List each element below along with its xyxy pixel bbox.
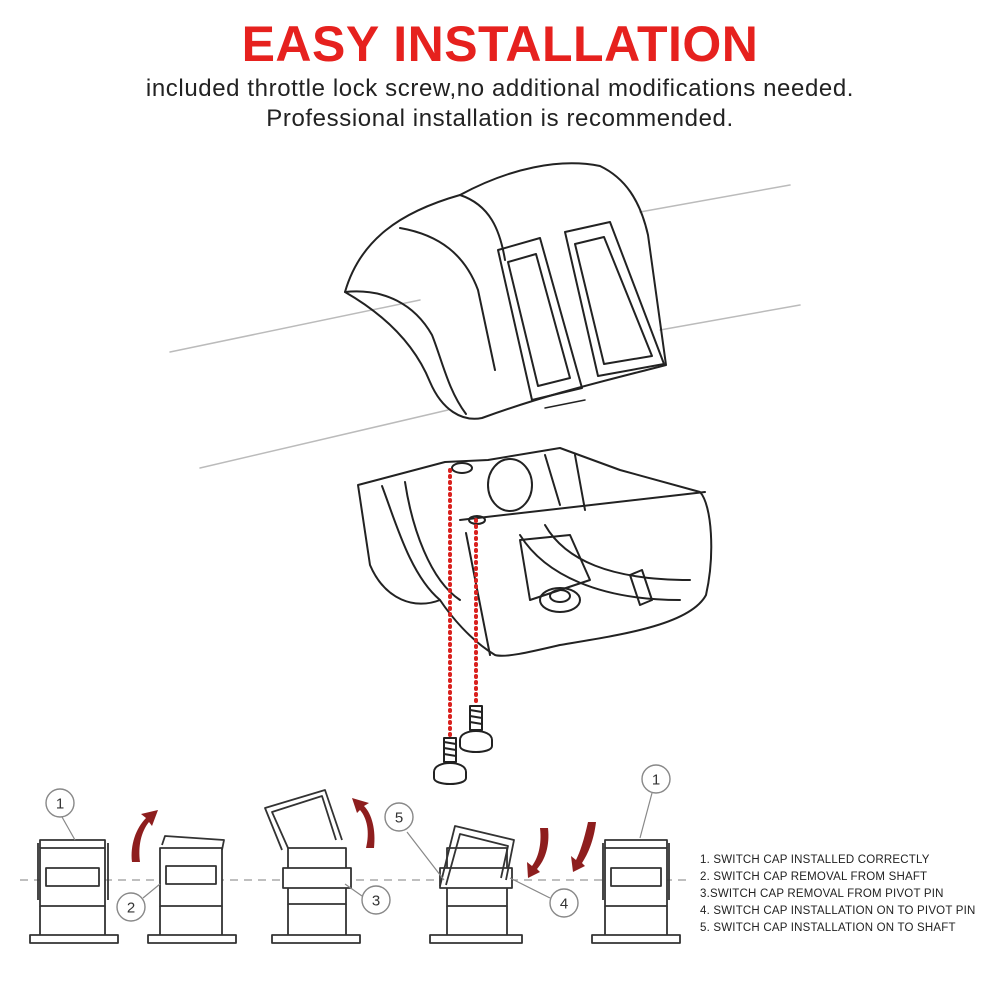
throttle-lock-screw-left [433, 737, 467, 785]
arrow-down-left-icon [527, 828, 549, 878]
callout-1-left: 1 [45, 788, 75, 818]
callout-4-label: 4 [560, 896, 568, 913]
callout-1-right-label: 1 [652, 772, 660, 789]
legend-item-1: 1. SWITCH CAP INSTALLED CORRECTLY [700, 854, 930, 866]
callout-2-label: 2 [127, 900, 135, 917]
legend-item-4: 4. SWITCH CAP INSTALLATION ON TO PIVOT P… [700, 905, 976, 917]
legend-item-2: 2. SWITCH CAP REMOVAL FROM SHAFT [700, 871, 928, 883]
step-arrows [131, 798, 596, 878]
callout-3-label: 3 [372, 893, 380, 910]
rocker-switch-left [497, 237, 583, 401]
throttle-lock-screw-right [459, 705, 493, 753]
callout-1-left-label: 1 [56, 796, 64, 813]
subtitle-line-1: included throttle lock screw,no addition… [145, 75, 855, 102]
step-3-diagram [264, 789, 361, 944]
callout-5: 5 [384, 802, 414, 832]
step-1-final-diagram [591, 839, 681, 944]
step-1-diagram [29, 839, 119, 944]
legend-item-3: 3.SWITCH CAP REMOVAL FROM PIVOT PIN [700, 888, 944, 900]
callout-4: 4 [549, 888, 579, 918]
step-4-diagram [429, 825, 523, 944]
step-2-diagram [147, 835, 237, 944]
arrow-down-right-icon [571, 822, 596, 872]
page-title: EASY INSTALLATION [241, 16, 759, 72]
callout-3: 3 [361, 885, 391, 915]
arrow-up-right-icon [352, 798, 375, 848]
legend-item-5: 5. SWITCH CAP INSTALLATION ON TO SHAFT [700, 922, 956, 934]
rocker-switch-right [564, 221, 665, 377]
upper-switch-housing [344, 162, 667, 420]
arrow-up-left-icon [131, 810, 158, 862]
steps-legend: 1. SWITCH CAP INSTALLED CORRECTLY 2. SWI… [700, 852, 996, 937]
callout-1-right: 1 [641, 764, 671, 794]
callouts: 1 2 3 5 4 1 [45, 764, 671, 922]
subtitle-line-2: Professional installation is recommended… [266, 105, 734, 132]
screw-path-dots [448, 468, 478, 737]
handlebar-tube [169, 184, 801, 469]
callout-2: 2 [116, 892, 146, 922]
callout-leaders [61, 792, 653, 899]
lower-switch-housing [357, 447, 713, 657]
callout-5-label: 5 [395, 810, 403, 827]
